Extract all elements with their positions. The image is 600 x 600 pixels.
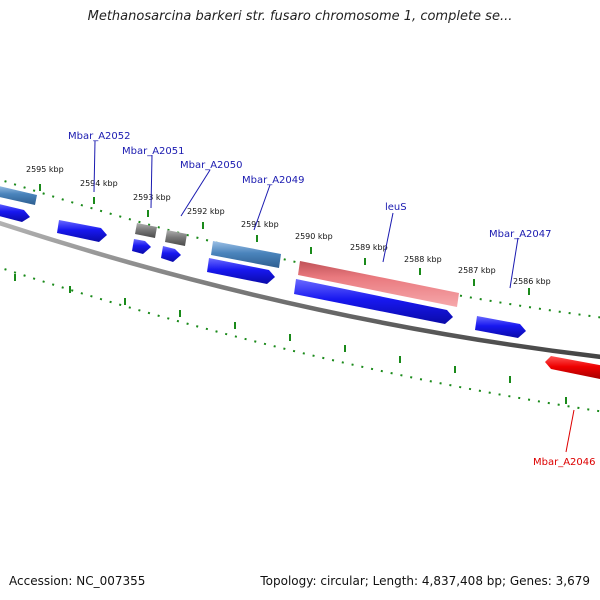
gene-label-mbar-a2046[interactable]: Mbar_A2046 [533,457,596,468]
gene-forward-4[interactable] [207,258,275,284]
accession-text: Accession: NC_007355 [9,574,146,588]
tick-label: 2590 kbp [295,232,333,241]
tick-labels: 2595 kbp 2594 kbp 2593 kbp 2592 kbp 2591… [26,165,551,286]
tick-label: 2588 kbp [404,255,442,264]
chromosome-backbone [0,220,600,360]
gene-mbar-a2050[interactable] [165,230,187,246]
gene-forward-0[interactable] [0,203,30,222]
inner-tick-ring [0,266,600,413]
outer-tick-ring [0,178,600,319]
inner-major-ticks [14,274,567,404]
gene-mbar-a2049[interactable] [211,241,281,268]
genome-summary-text: Topology: circular; Length: 4,837,408 bp… [260,574,590,588]
gene-forward-3[interactable] [161,246,181,262]
gene-label-mbar-a2052[interactable]: Mbar_A2052 [68,131,131,142]
tick-label: 2592 kbp [187,207,225,216]
gene-label-mbar-a2047[interactable]: Mbar_A2047 [489,229,552,240]
gene-forward-1[interactable] [57,220,107,242]
gene-forward-2[interactable] [132,239,151,254]
tick-label: 2589 kbp [350,243,388,252]
gene-label-mbar-a2050[interactable]: Mbar_A2050 [180,160,243,171]
label-leaders [93,140,575,453]
gene-leus[interactable] [298,261,459,307]
gene-forward-5[interactable] [294,279,453,324]
gene-mbar-a2047[interactable] [475,316,526,338]
gene-label-mbar-a2049[interactable]: Mbar_A2049 [242,175,305,186]
tick-label: 2586 kbp [513,277,551,286]
gene-mbar-a2046[interactable] [545,356,600,380]
gene-mbar-a2051[interactable] [135,223,157,238]
tick-label: 2591 kbp [241,220,279,229]
tick-label: 2594 kbp [80,179,118,188]
tick-label: 2595 kbp [26,165,64,174]
outer-major-ticks [39,184,530,295]
tick-label: 2587 kbp [458,266,496,275]
gene-label-leus[interactable]: leuS [385,202,407,213]
tick-label: 2593 kbp [133,193,171,202]
page-title: Methanosarcina barkeri str. fusaro chrom… [87,9,513,24]
gene-mbar-a2053[interactable] [0,185,37,205]
gene-label-mbar-a2051[interactable]: Mbar_A2051 [122,146,185,157]
